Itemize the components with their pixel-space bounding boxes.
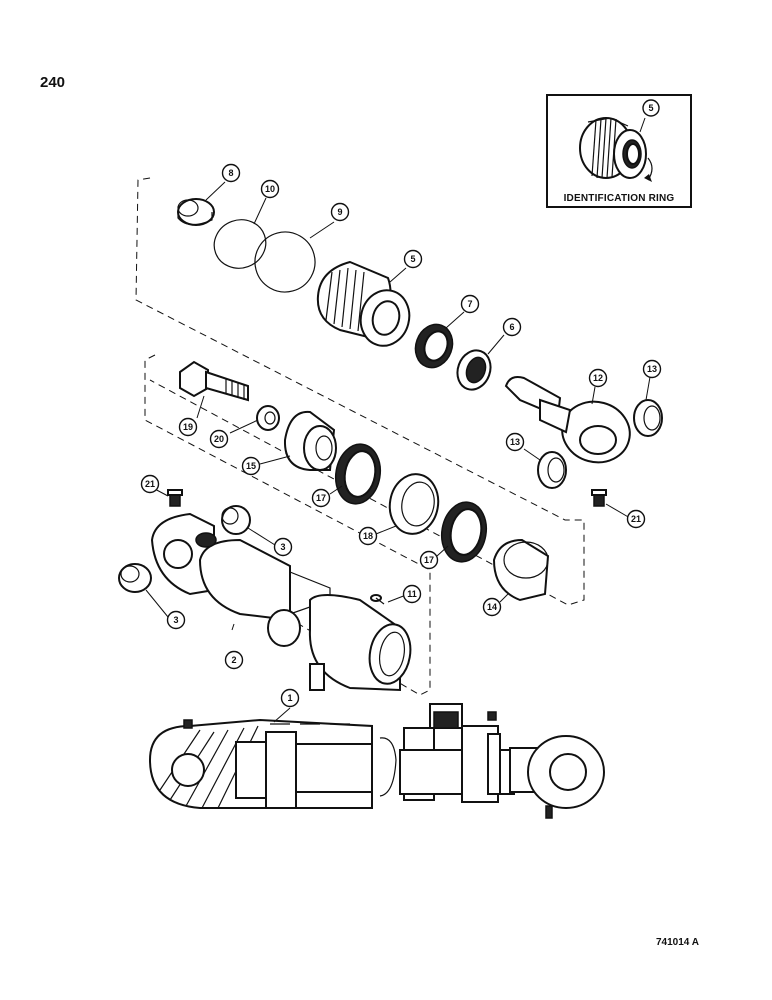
bushing-part-3-upper — [221, 505, 251, 535]
callout-5: 5 — [403, 249, 423, 269]
svg-text:12: 12 — [593, 373, 603, 383]
svg-text:17: 17 — [424, 555, 434, 565]
svg-text:21: 21 — [145, 479, 155, 489]
callout-9: 9 — [330, 202, 350, 222]
callout-12: 12 — [588, 368, 608, 388]
svg-text:17: 17 — [316, 493, 326, 503]
svg-text:13: 13 — [647, 364, 657, 374]
svg-text:6: 6 — [509, 322, 514, 332]
bushing-part-13-upper — [633, 399, 663, 437]
callout-7: 7 — [460, 294, 480, 314]
svg-text:10: 10 — [265, 184, 275, 194]
leader-lines — [145, 181, 651, 723]
callout-21-right: 21 — [626, 509, 646, 529]
identification-ring-inset: 5 IDENTIFICATION RING — [546, 94, 692, 208]
grease-fitting-part-21-left — [167, 489, 183, 507]
callout-10: 10 — [260, 179, 280, 199]
callout-18: 18 — [358, 526, 378, 546]
svg-text:21: 21 — [631, 514, 641, 524]
callout-14: 14 — [482, 597, 502, 617]
gland-threads — [325, 267, 365, 332]
bushing-part-13-lower — [537, 451, 567, 489]
bushing-part-3-lower — [118, 563, 152, 593]
callout-8: 8 — [221, 163, 241, 183]
o-ring-part-10 — [213, 219, 267, 269]
callout-21-left: 21 — [140, 474, 160, 494]
cylinder-barrel-part-2 — [150, 512, 412, 692]
svg-text:7: 7 — [467, 299, 472, 309]
piston-part-15 — [283, 410, 337, 471]
seal-part-7 — [414, 323, 454, 369]
svg-text:11: 11 — [407, 589, 417, 599]
svg-text:15: 15 — [246, 461, 256, 471]
piston-seal-part-17-upper — [334, 443, 382, 505]
callout-6: 6 — [502, 317, 522, 337]
callout-11: 11 — [402, 584, 422, 604]
identification-ring-caption: IDENTIFICATION RING — [563, 193, 675, 204]
gland-inset-illustration: 5 — [579, 99, 660, 182]
callout-15: 15 — [241, 456, 261, 476]
callout-1: 1 — [280, 688, 300, 708]
svg-text:13: 13 — [510, 437, 520, 447]
wiper-part-6 — [456, 349, 492, 391]
callout-17-upper: 17 — [311, 488, 331, 508]
svg-text:3: 3 — [173, 615, 178, 625]
svg-text:3: 3 — [280, 542, 285, 552]
svg-text:1: 1 — [287, 693, 292, 703]
callout-3-lower: 3 — [166, 610, 186, 630]
callout-13-lower: 13 — [505, 432, 525, 452]
thread-lines — [591, 117, 617, 179]
piston-seal-part-17-lower — [440, 501, 488, 563]
svg-text:9: 9 — [337, 207, 342, 217]
figure-code: 741014 A — [656, 937, 699, 948]
svg-text:5: 5 — [410, 254, 415, 264]
assembled-cylinder-section — [148, 703, 605, 819]
callout-19: 19 — [178, 417, 198, 437]
svg-text:2: 2 — [231, 655, 236, 665]
svg-text:19: 19 — [183, 422, 193, 432]
screw-part-11 — [370, 594, 385, 605]
grease-fitting-part-21-right — [591, 489, 607, 507]
callout-20: 20 — [209, 429, 229, 449]
page-number: 240 — [40, 74, 66, 91]
svg-text:8: 8 — [228, 168, 233, 178]
callout-3-upper: 3 — [273, 537, 293, 557]
piston-part-14 — [492, 538, 550, 602]
callout-13-upper: 13 — [642, 359, 662, 379]
gland-part-5 — [316, 260, 411, 347]
bolt-part-19 — [179, 360, 249, 402]
svg-text:14: 14 — [487, 602, 497, 612]
svg-text:20: 20 — [214, 434, 224, 444]
svg-text:5: 5 — [648, 103, 653, 113]
wear-ring-part-18 — [388, 473, 440, 535]
callout-17-lower: 17 — [419, 550, 439, 570]
washer-part-20 — [256, 405, 280, 431]
rod-eye-part-12 — [504, 376, 631, 464]
bushing-part-8 — [177, 198, 215, 226]
inset-callout-5: 5 — [639, 99, 660, 133]
backup-ring-part-9 — [254, 231, 316, 293]
callout-2: 2 — [224, 650, 244, 670]
svg-text:18: 18 — [363, 531, 373, 541]
bolt-threads — [225, 378, 245, 400]
